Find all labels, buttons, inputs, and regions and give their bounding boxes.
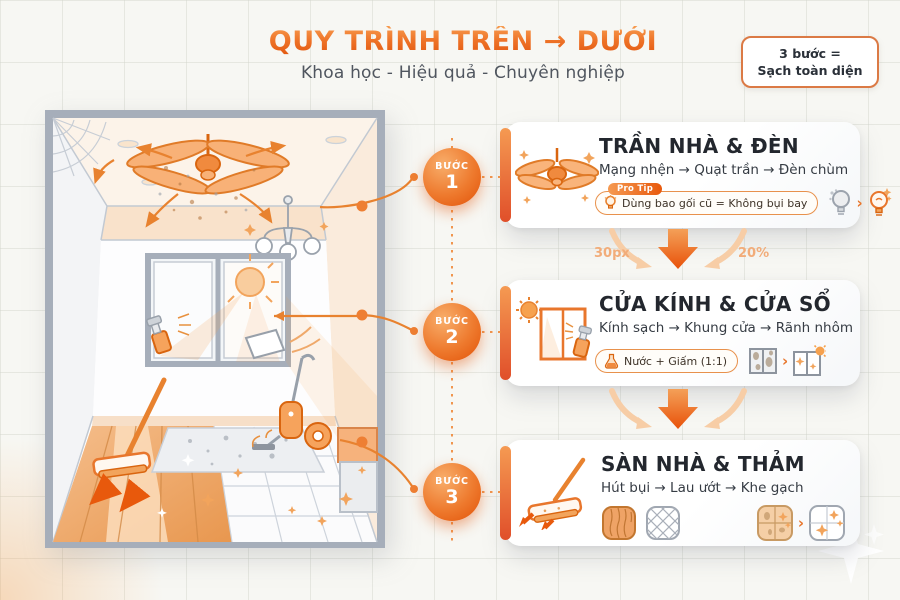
step-badge-2-number: 2 (445, 326, 459, 348)
left-wall (53, 118, 107, 542)
clean-window-icon (793, 345, 827, 376)
pro-tip-tab: Pro Tip (608, 183, 663, 195)
step-1-tip-text: Dùng bao gối cũ = Không bụi bay (622, 196, 808, 210)
sun-icon (235, 267, 265, 297)
step-badge-1-number: 1 (445, 171, 459, 193)
compare-arrow: › (797, 513, 804, 532)
rug (150, 427, 326, 473)
pro-tip-pill: Pro Tip Dùng bao gối cũ = Không bụi bay (595, 183, 819, 215)
carpet-hatch-swatch-icon (646, 506, 680, 540)
step-badge-3-number: 3 (445, 486, 459, 508)
solution-pill: Nước + Giấm (1:1) (595, 349, 739, 373)
step-badge-3: BƯỚC 3 (423, 463, 481, 521)
spray-bottle-icon (146, 315, 172, 355)
crown-band (101, 206, 326, 240)
down-arrow-2 (658, 389, 698, 429)
clean-bulb-icon (869, 188, 892, 216)
down-arrow-1 (658, 229, 698, 269)
mop-icon (515, 448, 601, 538)
step-badge-1: BƯỚC 1 (423, 148, 481, 206)
page-subtitle: Khoa học - Hiệu quả - Chuyên nghiệp (300, 63, 626, 83)
wiping-cloth-icon (244, 326, 321, 360)
mop-icon (89, 377, 167, 513)
spacing-annotation-left: 30px (594, 246, 630, 261)
spider-web-icon (52, 117, 111, 177)
flask-icon (604, 353, 619, 369)
step-1-title: TRẦN NHÀ & ĐÈN (599, 134, 799, 158)
spacing-annotation-right: 20% (738, 246, 770, 261)
step-3-subtitle: Hút bụi → Lau ướt → Khe gạch (601, 480, 804, 496)
dirty-tile-icon (756, 505, 793, 541)
step-badge-2: BƯỚC 2 (423, 303, 481, 361)
ceiling-fan-icon (126, 134, 290, 195)
ceiling-fan-icon (515, 130, 599, 220)
sparkle-decoration (818, 518, 884, 584)
step-card-ceiling: TRẦN NHÀ & ĐÈN Mạng nhện → Quạt trần → Đ… (500, 122, 892, 228)
summary-badge-line1: 3 bước = (779, 45, 841, 61)
wood-swatch-icon (602, 506, 636, 540)
step-1-subtitle: Mạng nhện → Quạt trần → Đèn chùm (599, 162, 849, 178)
vacuum-icon (251, 353, 332, 450)
bulb-before-after: › (828, 187, 892, 219)
step-2-tip-text: Nước + Giấm (1:1) (624, 354, 728, 368)
clean-tile-icon (809, 505, 845, 541)
baseboard (92, 416, 336, 426)
window-before-after: › (748, 345, 827, 377)
window-sun-spray-icon (515, 288, 599, 378)
step-2-subtitle: Kính sạch → Khung cửa → Rãnh nhôm (599, 320, 853, 336)
dusty-bulb-icon (829, 189, 851, 215)
compare-arrow: › (856, 193, 863, 212)
step-3-title: SÀN NHÀ & THẢM (601, 452, 805, 476)
bulb-icon (604, 195, 617, 209)
summary-badge-line2: Sạch toàn diện (757, 63, 863, 78)
step-2-title: CỬA KÍNH & CỬA SỔ (599, 292, 831, 316)
compare-arrow: › (782, 351, 789, 370)
dirty-window-icon (749, 348, 778, 374)
summary-badge: 3 bước = Sạch toàn diện (741, 36, 879, 88)
step-card-floor: SÀN NHÀ & THẢM Hút bụi → Lau ướt → Khe g… (500, 440, 860, 546)
header: QUY TRÌNH TRÊN → DƯỚI Khoa học - Hiệu qu… (0, 26, 900, 83)
tile-before-after: › (756, 504, 846, 542)
room-illustration (45, 110, 385, 548)
page-title: QUY TRÌNH TRÊN → DƯỚI (268, 26, 658, 57)
step-card-windows: CỬA KÍNH & CỬA SỔ Kính sạch → Khung cửa … (500, 280, 860, 386)
